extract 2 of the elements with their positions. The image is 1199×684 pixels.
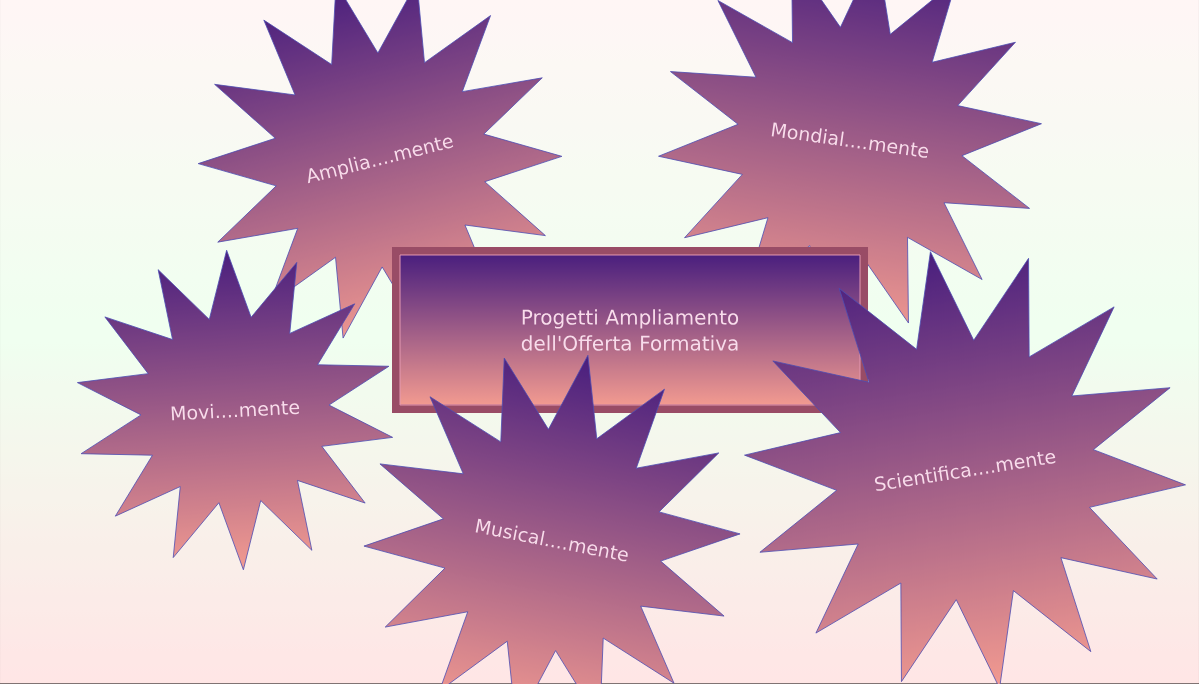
title-box: Progetti Ampliamento dell'Offerta Formativa <box>399 254 861 406</box>
starburst: Movi....mente <box>76 249 394 571</box>
